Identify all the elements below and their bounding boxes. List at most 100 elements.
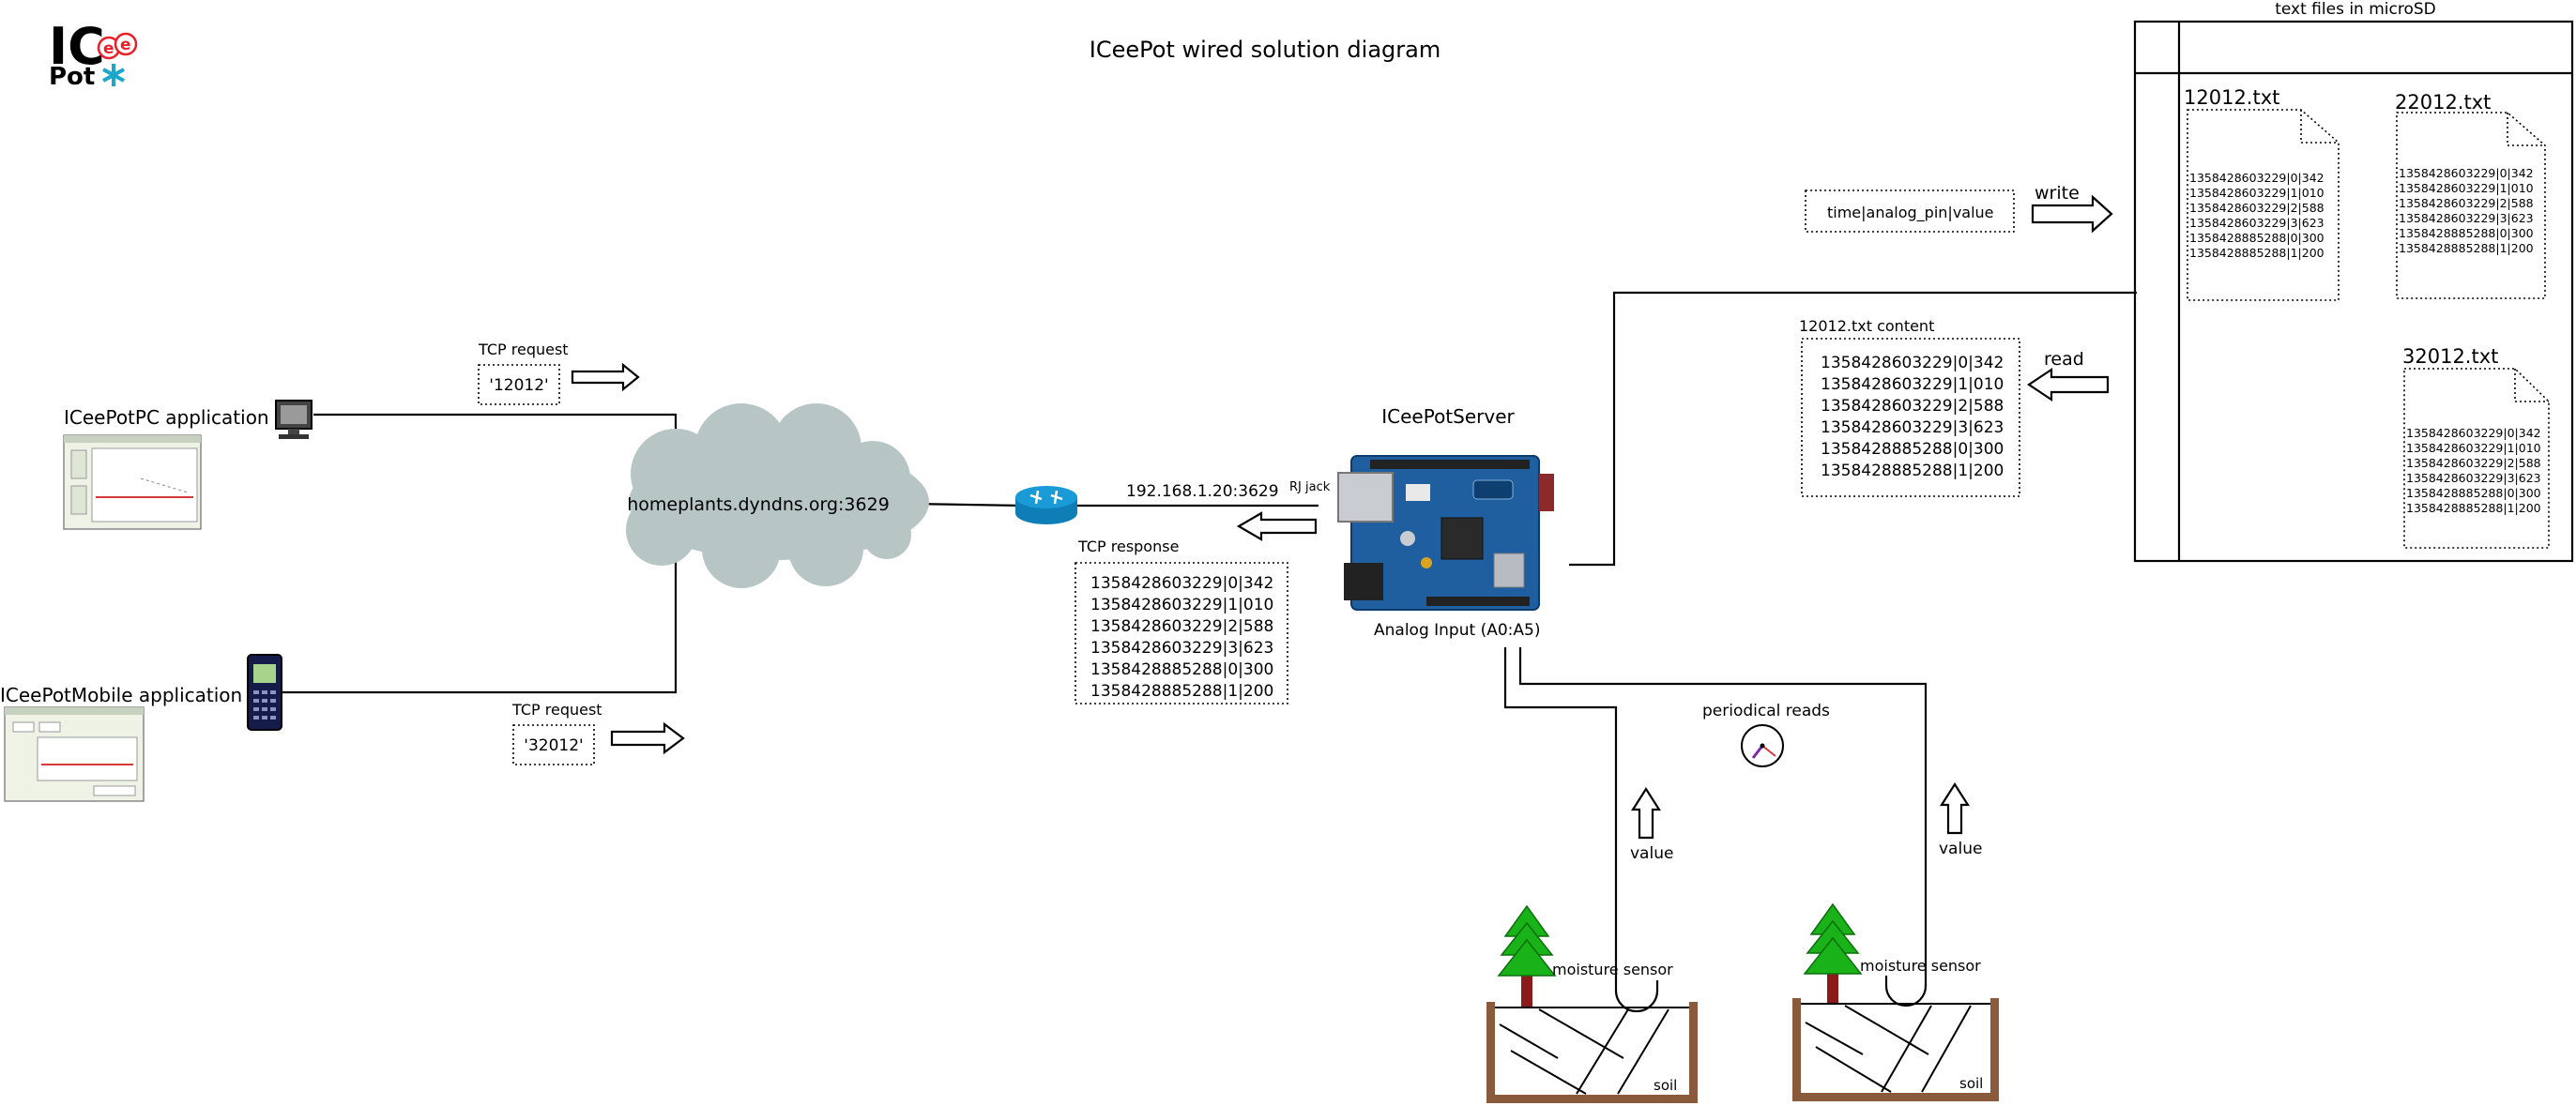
diagram-title: ICeePot wired solution diagram	[1090, 37, 1440, 63]
write-group: time|analog_pin|value write	[1805, 183, 2113, 234]
cloud-address-label: homeplants.dyndns.org:3629	[627, 494, 890, 515]
microsd-container: text files in microSD 12012.txt 13584286…	[2133, 0, 2574, 563]
clock-icon	[1741, 724, 1784, 767]
pot-left	[1486, 1002, 1698, 1103]
tcp-response-line: 1358428603229|0|342	[1090, 574, 1273, 593]
file-line: 1358428603229|3|623	[2406, 471, 2541, 485]
logo-badge-2-text: e	[120, 36, 131, 54]
content-line: 1358428603229|0|342	[1821, 354, 2004, 372]
internet-cloud: homeplants.dyndns.org:3629	[626, 403, 929, 588]
file-line: 1358428885288|0|300	[2406, 486, 2541, 500]
cloud-to-router-line	[909, 502, 1024, 508]
mobile-app-screenshot-thumbnail	[4, 706, 145, 802]
tcp-request-bottom-arrow	[610, 721, 685, 755]
content-label: 12012.txt content	[1799, 317, 1934, 335]
pc-app-screenshot-thumbnail	[63, 434, 202, 530]
file-line: 1358428603229|1|010	[2189, 186, 2324, 200]
tcp-response-label: TCP response	[1077, 538, 1179, 555]
value-left: value	[1630, 786, 1673, 863]
analog-right-line	[1518, 647, 1928, 976]
periodical-reads-label: periodical reads	[1702, 702, 1830, 720]
moisture-sensor-left-label: moisture sensor	[1552, 961, 1673, 978]
file-line: 1358428603229|3|623	[2189, 216, 2324, 230]
tcp-request-top: TCP request '12012'	[478, 341, 640, 405]
plant-pot-right: moisture sensor soil	[1792, 902, 1999, 1101]
value-right: value	[1939, 781, 1982, 858]
moisture-sensor-right-label: moisture sensor	[1860, 957, 1981, 975]
logo-text-top: IC	[49, 17, 105, 76]
value-left-up-arrow	[1630, 786, 1662, 840]
content-line: 1358428885288|0|300	[1821, 440, 2004, 459]
file-lines: 1358428603229|0|342 1358428603229|1|010 …	[2189, 171, 2324, 260]
value-right-label: value	[1939, 840, 1982, 858]
microsd-file-12012: 12012.txt 1358428603229|0|342 1358428603…	[2184, 86, 2340, 301]
plant-pot-left: moisture sensor soil	[1486, 904, 1698, 1103]
format-box	[1805, 189, 2015, 233]
router-ip-label: 192.168.1.20:3629	[1126, 482, 1279, 501]
tcp-request-bottom: TCP request '32012'	[511, 701, 685, 765]
file-line: 1358428885288|1|200	[2406, 501, 2541, 515]
read-group: read 12012.txt content 1358428603229|0|3…	[1799, 317, 2110, 497]
file-line: 1358428885288|1|200	[2399, 241, 2534, 255]
tcp-response-lines: 1358428603229|0|342 1358428603229|1|010 …	[1090, 574, 1273, 701]
file-name: 12012.txt	[2184, 86, 2279, 109]
tcp-request-bottom-value: '32012'	[524, 736, 583, 755]
pc-application-label: ICeePotPC application	[64, 406, 269, 429]
format-label: time|analog_pin|value	[1827, 204, 1994, 222]
file-line: 1358428603229|2|588	[2399, 196, 2534, 210]
tree-right-icon	[1803, 902, 1863, 1004]
pc-to-cloud-line	[313, 413, 678, 460]
tcp-request-bottom-label: TCP request	[511, 701, 602, 719]
tcp-request-top-value: '12012'	[489, 376, 548, 395]
read-label: read	[2044, 349, 2084, 370]
file-line: 1358428885288|1|200	[2189, 246, 2324, 260]
write-arrow	[2031, 194, 2113, 234]
read-arrow	[2027, 367, 2110, 402]
file-lines: 1358428603229|0|342 1358428603229|1|010 …	[2406, 426, 2541, 515]
logo-badge-1-text: e	[103, 39, 114, 58]
file-line: 1358428603229|2|588	[2406, 456, 2541, 470]
tcp-response-line: 1358428603229|3|623	[1090, 639, 1273, 658]
content-lines: 1358428603229|0|342 1358428603229|1|010 …	[1821, 354, 2004, 480]
content-box	[1801, 338, 2020, 497]
analog-input-label: Analog Input (A0:A5)	[1374, 621, 1540, 640]
file-line: 1358428885288|0|300	[2189, 231, 2324, 245]
value-left-label: value	[1630, 844, 1673, 863]
tcp-request-top-arrow	[571, 362, 640, 392]
file-line: 1358428885288|0|300	[2399, 226, 2534, 240]
microsd-file-22012: 22012.txt 1358428603229|0|342 1358428603…	[2395, 91, 2546, 299]
mobile-application-label: ICeePotMobile application	[0, 684, 242, 706]
logo-snowflake-icon	[102, 64, 125, 86]
file-line: 1358428603229|1|010	[2399, 181, 2534, 195]
microsd-file-32012: 32012.txt 1358428603229|0|342 1358428603…	[2402, 345, 2550, 549]
file-line: 1358428603229|0|342	[2399, 166, 2534, 180]
file-name: 32012.txt	[2402, 345, 2498, 368]
analog-left-line	[1503, 647, 1618, 980]
arduino-board-icon	[1337, 455, 1554, 611]
file-line: 1358428603229|2|588	[2189, 201, 2324, 215]
tcp-request-top-label: TCP request	[478, 341, 569, 358]
connection-lines	[282, 291, 2137, 980]
pot-right	[1792, 998, 1999, 1101]
file-name: 22012.txt	[2395, 91, 2491, 114]
tcp-response-line: 1358428885288|1|200	[1090, 682, 1273, 701]
periodical-reads: periodical reads	[1702, 702, 1830, 767]
moisture-sensor-left-probe	[1614, 980, 1659, 1013]
content-line: 1358428603229|2|588	[1821, 397, 2004, 416]
content-line: 1358428603229|1|010	[1821, 375, 2004, 394]
pc-client: ICeePotPC application	[63, 400, 312, 530]
tcp-response: TCP response 1358428603229|0|342 1358428…	[1075, 511, 1318, 705]
logo-text-bottom: Pot	[49, 63, 95, 91]
tcp-response-line: 1358428603229|2|588	[1090, 617, 1273, 636]
value-right-up-arrow	[1939, 781, 1971, 835]
write-label: write	[2035, 183, 2080, 204]
rj-jack-label: RJ jack	[1289, 480, 1331, 494]
router-icon	[1015, 486, 1077, 524]
soil-right-label: soil	[1959, 1075, 1983, 1092]
mobile-to-cloud-line	[282, 553, 678, 694]
tree-left-icon	[1497, 904, 1557, 1008]
icee-pot-server: ICeePotServer RJ jack Analog Input (A0:A…	[1289, 405, 1554, 640]
file-line: 1358428603229|0|342	[2406, 426, 2541, 440]
soil-left-label: soil	[1654, 1077, 1677, 1094]
